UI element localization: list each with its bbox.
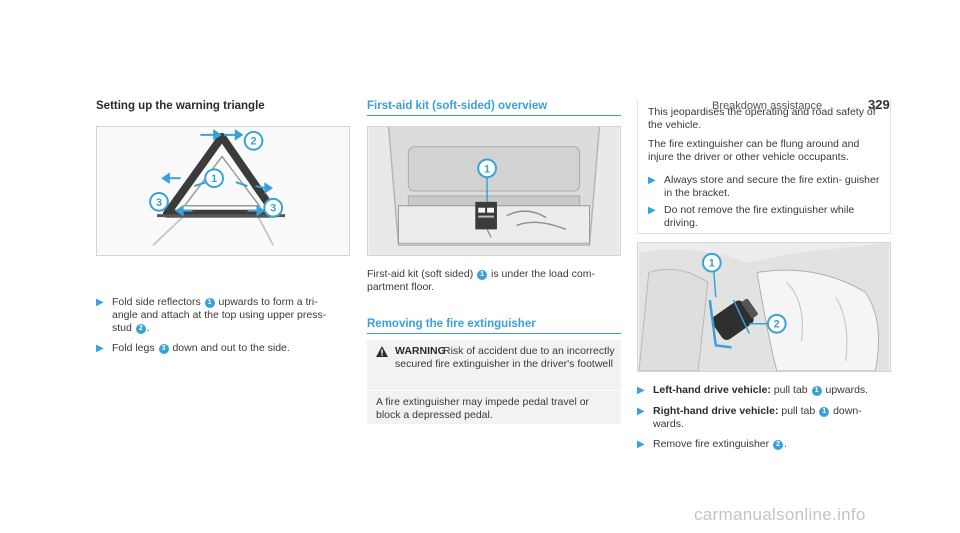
- number-badge: 1: [819, 407, 830, 417]
- svg-text:1: 1: [484, 163, 490, 175]
- step-fold-reflectors: ▶ Fold side reflectors 1 upwards to form…: [96, 296, 327, 334]
- step-left-hand-drive: ▶ Left-hand drive vehicle: pull tab 1 up…: [637, 384, 869, 396]
- number-badge: 2: [135, 324, 146, 334]
- svg-text:1: 1: [211, 173, 217, 185]
- warning-box: Risk of accident due to an incorrectly s…: [367, 340, 621, 424]
- number-badge: 1: [477, 270, 488, 280]
- section-title-warning-triangle: Setting up the warning triangle: [96, 100, 265, 112]
- number-badge: 1: [204, 298, 215, 308]
- info-step-store: ▶ Always store and secure the fire extin…: [648, 174, 880, 199]
- first-aid-kit-figure: 1: [367, 126, 621, 256]
- warning-triangle-illustration: 2 1 3 3: [149, 129, 286, 246]
- callout-2: 2: [243, 130, 264, 151]
- step-arrow-icon: ▶: [637, 439, 645, 450]
- number-badge: 3: [158, 344, 169, 354]
- number-badge: 1: [811, 386, 822, 396]
- callout-1: 1: [701, 252, 722, 273]
- callout-2: 2: [766, 313, 787, 334]
- step-arrow-icon: ▶: [96, 297, 104, 308]
- section-title-fire-extinguisher: Removing the fire extinguisher: [367, 318, 536, 330]
- middle-column: First-aid kit (soft-sided) overview: [367, 100, 621, 116]
- footwell-illustration: 1 2: [638, 243, 890, 371]
- step-arrow-icon: ▶: [648, 205, 656, 216]
- step-remove-extinguisher: ▶ Remove fire extinguisher 2.: [637, 438, 787, 450]
- warning-triangle-icon: [376, 346, 388, 357]
- title-rule: [367, 333, 621, 334]
- callout-3-left: 3: [149, 191, 169, 212]
- number-badge: 2: [773, 440, 784, 450]
- running-header: Breakdown assistance: [712, 100, 823, 112]
- section-title-first-aid: First-aid kit (soft-sided) overview: [367, 100, 548, 112]
- step-right-hand-drive: ▶ Right-hand drive vehicle: pull tab 1 d…: [637, 405, 862, 430]
- svg-text:1: 1: [709, 258, 715, 270]
- title-rule: [367, 115, 621, 116]
- warning-label: WARNING: [395, 345, 446, 357]
- fire-extinguisher-figure: 1 2: [637, 242, 891, 372]
- watermark: carmanualsonline.info: [694, 505, 866, 524]
- step-fold-legs: ▶ Fold legs 3 down and out to the side.: [96, 342, 290, 354]
- svg-text:3: 3: [270, 203, 276, 215]
- load-compartment-illustration: 1: [368, 127, 620, 255]
- callout-1: 1: [477, 158, 497, 179]
- warning-triangle-figure: 2 1 3 3: [96, 126, 350, 256]
- page-number: 329: [868, 97, 890, 112]
- svg-text:3: 3: [156, 197, 162, 209]
- warning-divider: [367, 390, 621, 391]
- callout-1: 1: [204, 168, 224, 189]
- first-aid-location-text: First-aid kit (soft sided) 1 is under th…: [367, 268, 595, 293]
- left-column: Setting up the warning triangle: [96, 100, 350, 112]
- step-arrow-icon: ▶: [648, 175, 656, 186]
- callout-3-right: 3: [263, 197, 284, 218]
- warning-text: Risk of accident due to an incorrectly s…: [395, 345, 615, 370]
- warning-continuation-box: This jeopardises the operating and road …: [637, 100, 891, 234]
- section-removing-extinguisher: Removing the fire extinguisher: [367, 318, 621, 334]
- step-arrow-icon: ▶: [637, 406, 645, 417]
- info-paragraph-flung: The fire extinguisher can be flung aroun…: [648, 138, 860, 163]
- step-arrow-icon: ▶: [637, 385, 645, 396]
- svg-text:2: 2: [251, 136, 257, 148]
- svg-text:2: 2: [774, 319, 780, 331]
- info-paragraph-safety: This jeopardises the operating and road …: [648, 106, 876, 131]
- step-arrow-icon: ▶: [96, 343, 104, 354]
- warning-body: A fire extinguisher may impede pedal tra…: [376, 396, 590, 421]
- info-step-do-not-remove: ▶ Do not remove the fire extinguisher wh…: [648, 204, 855, 229]
